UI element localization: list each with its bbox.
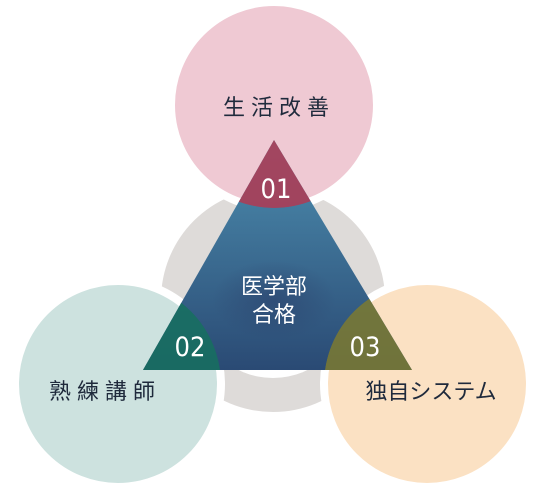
- lens-left: [143, 281, 221, 370]
- number-02: 02: [175, 332, 206, 363]
- center-line-1: 医学部: [241, 275, 307, 300]
- label-top: 生活改善: [223, 96, 335, 121]
- lens-right: [324, 281, 412, 370]
- label-right: 独自システム: [365, 380, 496, 405]
- center-line-2: 合格: [252, 303, 296, 328]
- center-triangle: [143, 140, 412, 370]
- label-left: 熟練講師: [49, 380, 161, 405]
- number-03: 03: [350, 332, 381, 363]
- center-glow: [212, 260, 336, 340]
- number-01: 01: [261, 174, 292, 205]
